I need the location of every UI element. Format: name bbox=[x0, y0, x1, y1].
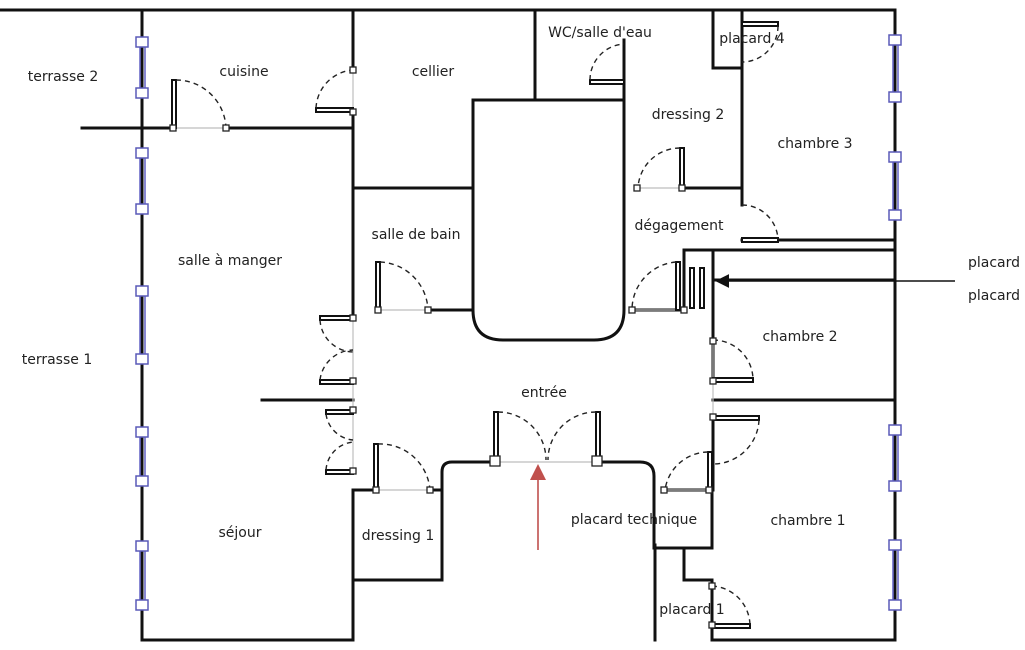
room-label-cuisine: cuisine bbox=[219, 64, 268, 80]
walls bbox=[0, 8, 897, 642]
room-label-wc: WC/salle d'eau bbox=[548, 25, 652, 41]
room-label-degagement: dégagement bbox=[634, 218, 724, 234]
room-label-terrasse-2: terrasse 2 bbox=[28, 69, 99, 85]
room-label-placard-technique: placard technique bbox=[571, 512, 697, 528]
room-label-dressing-1: dressing 1 bbox=[362, 528, 435, 544]
room-label-placard-4: placard 4 bbox=[719, 31, 784, 47]
room-label-chambre-3: chambre 3 bbox=[777, 136, 852, 152]
room-label-placard-1: placard 1 bbox=[659, 602, 724, 618]
room-label-terrasse-1: terrasse 1 bbox=[22, 352, 93, 368]
room-label-salle-a-manger: salle à manger bbox=[178, 253, 282, 269]
room-label-cellier: cellier bbox=[412, 64, 455, 80]
windows bbox=[135, 34, 902, 611]
thresholds bbox=[174, 70, 714, 491]
room-label-entree: entrée bbox=[521, 385, 567, 401]
room-label-sejour: séjour bbox=[219, 525, 262, 541]
annotation-placard-b: placard bbox=[968, 288, 1020, 304]
room-label-dressing-2: dressing 2 bbox=[652, 107, 725, 123]
doors bbox=[169, 21, 779, 629]
room-labels: terrasse 2 cuisine cellier WC/salle d'ea… bbox=[22, 25, 853, 618]
annotation-placard-a: placard bbox=[968, 255, 1020, 271]
annotations: placard placard bbox=[968, 255, 1020, 304]
room-label-chambre-2: chambre 2 bbox=[762, 329, 837, 345]
room-label-chambre-1: chambre 1 bbox=[770, 513, 845, 529]
room-label-salle-de-bain: salle de bain bbox=[372, 227, 461, 243]
